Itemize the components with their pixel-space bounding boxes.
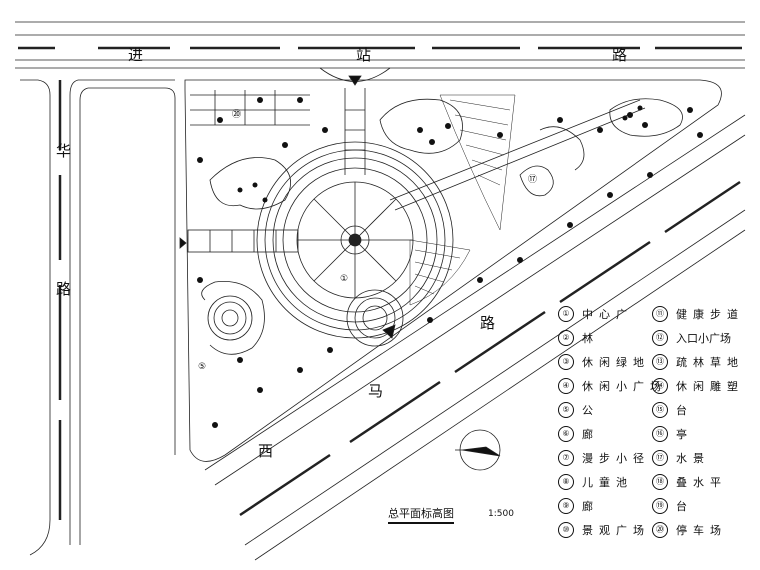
plan-scale: 1:500 [488,509,514,519]
road-label-top: 路 [612,46,628,64]
road-edge-line [88,87,176,455]
plan-area-label: ① [340,274,349,284]
central-plaza [256,141,454,339]
road-edge-line [69,79,79,545]
entrance-marker [382,324,396,339]
road-edge-line [79,87,89,545]
road-label-left: 路 [56,280,72,298]
round-plaza-south [346,289,404,347]
lane-markings-diagonal [239,180,741,517]
entrance-marker [348,75,362,86]
road-label-diagonal: 路 [480,314,496,332]
road-label-diagonal: 马 [368,382,384,400]
tree-symbols [197,97,703,428]
north-arrow-icon [455,429,501,471]
road-label-top: 站 [356,46,372,64]
road-label-left: 华 [56,142,72,160]
hatched-lawn [409,94,516,306]
road-edge-line [214,134,746,486]
pond-shapes [209,98,683,210]
plan-title: 总平面标高图 [388,505,454,524]
road-edge-line [20,79,51,556]
road-edge-line [244,209,746,546]
diagonal-path [389,99,641,201]
entrance-marker [179,237,187,249]
plan-area-label: ⑰ [528,175,538,185]
site-boundary [184,79,722,462]
plan-area-label: ⑳ [232,110,242,120]
road-edge-line [204,114,746,471]
road-label-diagonal: 西 [258,442,274,460]
road-edge-line [254,229,746,561]
west-corridor [187,229,299,253]
diagonal-path [394,107,646,211]
plan-area-label: ⑤ [198,362,207,372]
parking-area [190,90,310,126]
road-label-top: 进 [128,46,144,64]
round-plaza-west [201,281,265,355]
